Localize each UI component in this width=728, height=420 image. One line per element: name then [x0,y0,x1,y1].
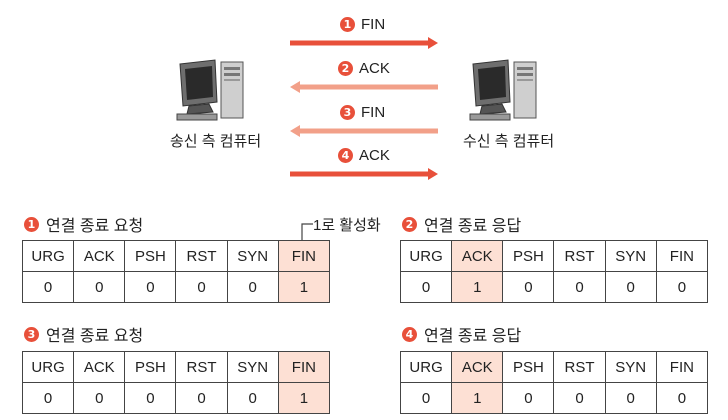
flag-value-urg: 0 [399,271,453,303]
flag-value-fin: 0 [655,382,709,414]
table-2-title-text: 연결 종료 응답 [424,218,522,235]
table-4-title: 4 연결 종료 응답 [402,322,521,346]
flag-value-psh: 0 [124,382,177,414]
flag-header-rst: RST [175,240,228,272]
table-4-title-text: 연결 종료 응답 [424,328,522,345]
flag-value-rst: 0 [175,271,228,303]
flag-header-syn: SYN [604,351,657,383]
flag-value-syn: 0 [604,271,657,303]
flag-header-fin: FIN [655,240,709,272]
table-2-badge: 2 [402,216,417,232]
flag-value-ack: 1 [451,271,504,303]
flag-header-fin: FIN [655,351,709,383]
table-4-badge: 4 [402,326,417,342]
flag-header-syn: SYN [226,351,279,383]
message-1-text: FIN [361,16,386,33]
flag-value-urg: 0 [21,382,75,414]
message-2-text: ACK [359,60,390,77]
step-4-badge: 4 [338,148,353,163]
flag-value-fin: 0 [655,271,709,303]
receiver-computer-icon [469,59,537,121]
flag-header-rst: RST [553,240,606,272]
flag-header-syn: SYN [226,240,279,272]
flag-header-ack: ACK [73,351,126,383]
flag-value-syn: 0 [226,271,279,303]
flag-header-fin: FIN [277,351,331,383]
message-1-arrow [290,37,438,49]
flag-value-rst: 0 [553,271,606,303]
activation-callout: 1로 활성화 [313,217,381,234]
receiver-label: 수신 측 컴퓨터 [463,133,555,150]
message-arrows [290,37,438,180]
flag-header-psh: PSH [124,240,177,272]
flag-value-syn: 0 [604,382,657,414]
flag-header-fin: FIN [277,240,331,272]
flag-value-fin: 1 [277,271,331,303]
table-3-title-text: 연결 종료 요청 [46,328,144,345]
sender-label: 송신 측 컴퓨터 [170,133,262,150]
flag-header-urg: URG [21,351,75,383]
flag-header-ack: ACK [451,240,504,272]
flag-header-rst: RST [175,351,228,383]
message-3-arrow [290,125,438,137]
flag-value-fin: 1 [277,382,331,414]
table-3-title: 3 연결 종료 요청 [24,322,143,346]
flag-value-urg: 0 [21,271,75,303]
flag-header-urg: URG [399,351,453,383]
message-1-arrow-shape [290,37,438,49]
flag-header-psh: PSH [502,240,555,272]
message-4-arrow [290,168,438,180]
message-3-label: 3 FIN [340,104,385,121]
sender-computer-icon [176,59,244,121]
flag-header-psh: PSH [502,351,555,383]
message-2-arrow [290,81,438,93]
flag-value-urg: 0 [399,382,453,414]
flag-value-rst: 0 [175,382,228,414]
flag-value-psh: 0 [502,271,555,303]
table-2-title: 2 연결 종료 응답 [402,212,521,236]
flag-header-syn: SYN [604,240,657,272]
flag-value-ack: 0 [73,271,126,303]
step-3-badge: 3 [340,105,355,120]
message-2-arrow-shape [290,81,438,93]
message-4-text: ACK [359,147,390,164]
flag-header-ack: ACK [73,240,126,272]
callout-bracket [301,223,313,244]
table-1-title-text: 연결 종료 요청 [46,218,144,235]
message-1-label: 1 FIN [340,16,385,33]
flag-value-psh: 0 [124,271,177,303]
flag-value-psh: 0 [502,382,555,414]
flag-header-ack: ACK [451,351,504,383]
message-2-label: 2 ACK [338,60,390,77]
message-4-label: 4 ACK [338,147,390,164]
flag-value-syn: 0 [226,382,279,414]
message-3-text: FIN [361,104,386,121]
table-3-badge: 3 [24,326,39,342]
step-2-badge: 2 [338,61,353,76]
flag-header-urg: URG [21,240,75,272]
flag-header-urg: URG [399,240,453,272]
message-4-arrow-shape [290,168,438,180]
message-3-arrow-shape [290,125,438,137]
flag-header-rst: RST [553,351,606,383]
flag-value-ack: 0 [73,382,126,414]
flag-value-rst: 0 [553,382,606,414]
flag-value-ack: 1 [451,382,504,414]
flag-header-psh: PSH [124,351,177,383]
step-1-badge: 1 [340,17,355,32]
table-1-title: 1 연결 종료 요청 [24,212,143,236]
table-1-badge: 1 [24,216,39,232]
